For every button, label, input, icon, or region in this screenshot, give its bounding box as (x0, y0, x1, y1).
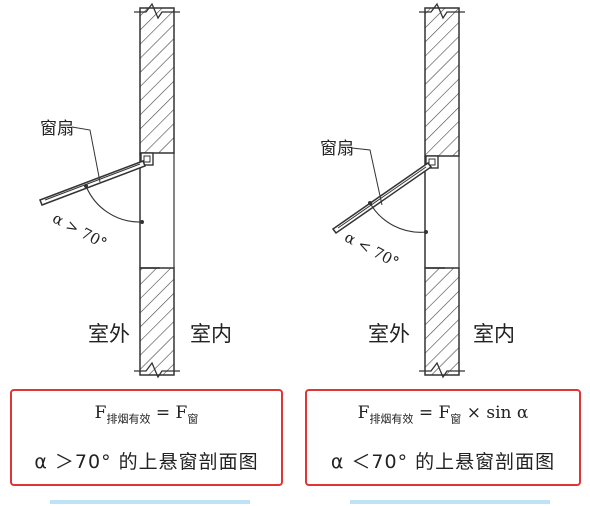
right-window-sash (331, 161, 433, 235)
right-bottom-bar (350, 500, 550, 504)
left-wall-break-top (134, 2, 180, 20)
left-outside-label: 室外 (88, 322, 130, 346)
right-formula-box: F排烟有效 = F窗 × sin α α ＜70° 的上悬窗剖面图 (305, 389, 581, 486)
left-formula-box: F排烟有效 = F窗 α ＞70° 的上悬窗剖面图 (10, 389, 283, 486)
left-inside-label: 室内 (190, 322, 232, 346)
left-sash-leader (71, 126, 101, 183)
right-wall (419, 2, 465, 379)
right-wall-break-top (419, 2, 465, 20)
right-inside-label: 室内 (473, 322, 515, 346)
right-wall-break-bottom (419, 361, 465, 379)
left-formula: F排烟有效 = F窗 (94, 403, 199, 426)
right-sash-leader (351, 147, 383, 206)
left-bottom-bar (50, 500, 250, 504)
right-caption: α ＜70° 的上悬窗剖面图 (330, 451, 556, 473)
left-window-sash (39, 160, 146, 206)
left-wall-break-bottom (134, 361, 180, 379)
left-sash-label: 窗扇 (40, 119, 74, 139)
right-formula: F排烟有效 = F窗 × sin α (357, 403, 529, 426)
left-wall-lower (139, 267, 175, 376)
right-wall-upper (424, 7, 460, 157)
left-angle-arc (85, 185, 143, 223)
left-caption: α ＞70° 的上悬窗剖面图 (34, 451, 259, 473)
left-wall-upper (139, 7, 175, 154)
left-wall (134, 2, 180, 379)
right-wall-lower (424, 267, 460, 376)
right-angle-arc (369, 202, 427, 233)
right-sash-label: 窗扇 (320, 139, 354, 159)
right-outside-label: 室外 (368, 322, 410, 346)
